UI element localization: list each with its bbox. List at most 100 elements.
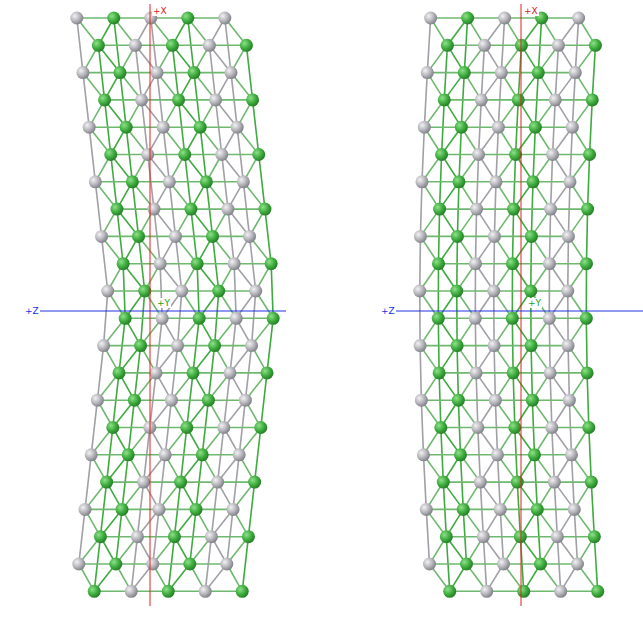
green-atom bbox=[206, 230, 219, 243]
green-atom bbox=[88, 585, 101, 598]
bond bbox=[104, 291, 108, 346]
green-atom bbox=[452, 175, 465, 188]
green-atom bbox=[438, 93, 451, 106]
bond bbox=[426, 509, 429, 564]
grey-atom bbox=[149, 366, 162, 379]
green-atom bbox=[132, 230, 145, 243]
bond bbox=[422, 127, 424, 182]
grey-atom bbox=[218, 12, 231, 25]
green-atom bbox=[583, 148, 596, 161]
grey-atom bbox=[79, 503, 92, 516]
green-atom bbox=[267, 312, 280, 325]
grey-atom bbox=[548, 476, 561, 489]
grey-atom bbox=[163, 175, 176, 188]
grey-atom bbox=[488, 230, 501, 243]
bond bbox=[85, 455, 91, 510]
grey-atom bbox=[153, 503, 166, 516]
green-atom bbox=[509, 148, 522, 161]
grey-atom bbox=[228, 257, 241, 270]
grey-atom bbox=[469, 312, 482, 325]
bond bbox=[421, 400, 423, 455]
green-atom bbox=[588, 530, 601, 543]
grey-atom bbox=[245, 339, 258, 352]
green-atom bbox=[196, 448, 209, 461]
green-atom bbox=[432, 312, 445, 325]
grey-atom bbox=[495, 66, 508, 79]
green-atom bbox=[200, 175, 213, 188]
green-atom bbox=[122, 448, 135, 461]
bond bbox=[97, 346, 103, 401]
green-atom bbox=[208, 339, 221, 352]
grey-atom bbox=[215, 148, 228, 161]
grey-atom bbox=[471, 421, 484, 434]
grey-atom bbox=[544, 203, 557, 216]
grey-atom bbox=[203, 39, 216, 52]
green-atom bbox=[190, 503, 203, 516]
grey-atom bbox=[217, 421, 230, 434]
grey-atom bbox=[220, 558, 233, 571]
grey-atom bbox=[549, 93, 562, 106]
bond bbox=[419, 236, 421, 291]
green-atom bbox=[117, 257, 130, 270]
green-atom bbox=[506, 312, 519, 325]
green-atom bbox=[581, 203, 594, 216]
green-atom bbox=[248, 476, 261, 489]
green-atom bbox=[187, 66, 200, 79]
grey-atom bbox=[566, 121, 579, 134]
green-atom bbox=[98, 93, 111, 106]
grey-atom bbox=[147, 203, 160, 216]
bond bbox=[91, 400, 97, 455]
green-atom bbox=[119, 312, 132, 325]
grey-atom bbox=[169, 230, 182, 243]
green-atom bbox=[113, 66, 126, 79]
green-atom bbox=[116, 503, 129, 516]
green-atom bbox=[525, 339, 538, 352]
green-atom bbox=[432, 257, 445, 270]
green-atom bbox=[252, 148, 265, 161]
grey-atom bbox=[477, 530, 490, 543]
grey-atom bbox=[554, 585, 567, 598]
green-atom bbox=[184, 203, 197, 216]
grey-atom bbox=[478, 39, 491, 52]
grey-atom bbox=[492, 121, 505, 134]
grey-atom bbox=[95, 230, 108, 243]
green-atom bbox=[202, 394, 215, 407]
grey-atom bbox=[211, 476, 224, 489]
grey-atom bbox=[470, 366, 483, 379]
green-atom bbox=[454, 448, 467, 461]
grey-atom bbox=[572, 12, 585, 25]
green-atom bbox=[458, 66, 471, 79]
green-atom bbox=[526, 394, 539, 407]
bond bbox=[420, 346, 421, 401]
axis-label-z: +Z bbox=[24, 306, 40, 316]
green-atom bbox=[120, 121, 133, 134]
green-atom bbox=[181, 12, 194, 25]
green-atom bbox=[183, 558, 196, 571]
green-atom bbox=[508, 421, 521, 434]
grey-atom bbox=[101, 285, 114, 298]
grey-atom bbox=[224, 66, 237, 79]
green-atom bbox=[134, 339, 147, 352]
grey-atom bbox=[494, 503, 507, 516]
grey-atom bbox=[562, 339, 575, 352]
green-atom bbox=[112, 366, 125, 379]
grey-atom bbox=[150, 66, 163, 79]
green-atom bbox=[106, 421, 119, 434]
grey-atom bbox=[209, 93, 222, 106]
green-atom bbox=[240, 39, 253, 52]
green-atom bbox=[591, 585, 604, 598]
bond bbox=[589, 428, 591, 483]
grey-atom bbox=[415, 394, 428, 407]
grey-atom bbox=[171, 339, 184, 352]
green-atom bbox=[460, 558, 473, 571]
grey-atom bbox=[480, 585, 493, 598]
green-atom bbox=[260, 366, 273, 379]
green-atom bbox=[507, 203, 520, 216]
grey-atom bbox=[89, 175, 102, 188]
bond bbox=[261, 373, 267, 428]
green-atom bbox=[194, 121, 207, 134]
green-atom bbox=[581, 366, 594, 379]
grey-atom bbox=[135, 93, 148, 106]
